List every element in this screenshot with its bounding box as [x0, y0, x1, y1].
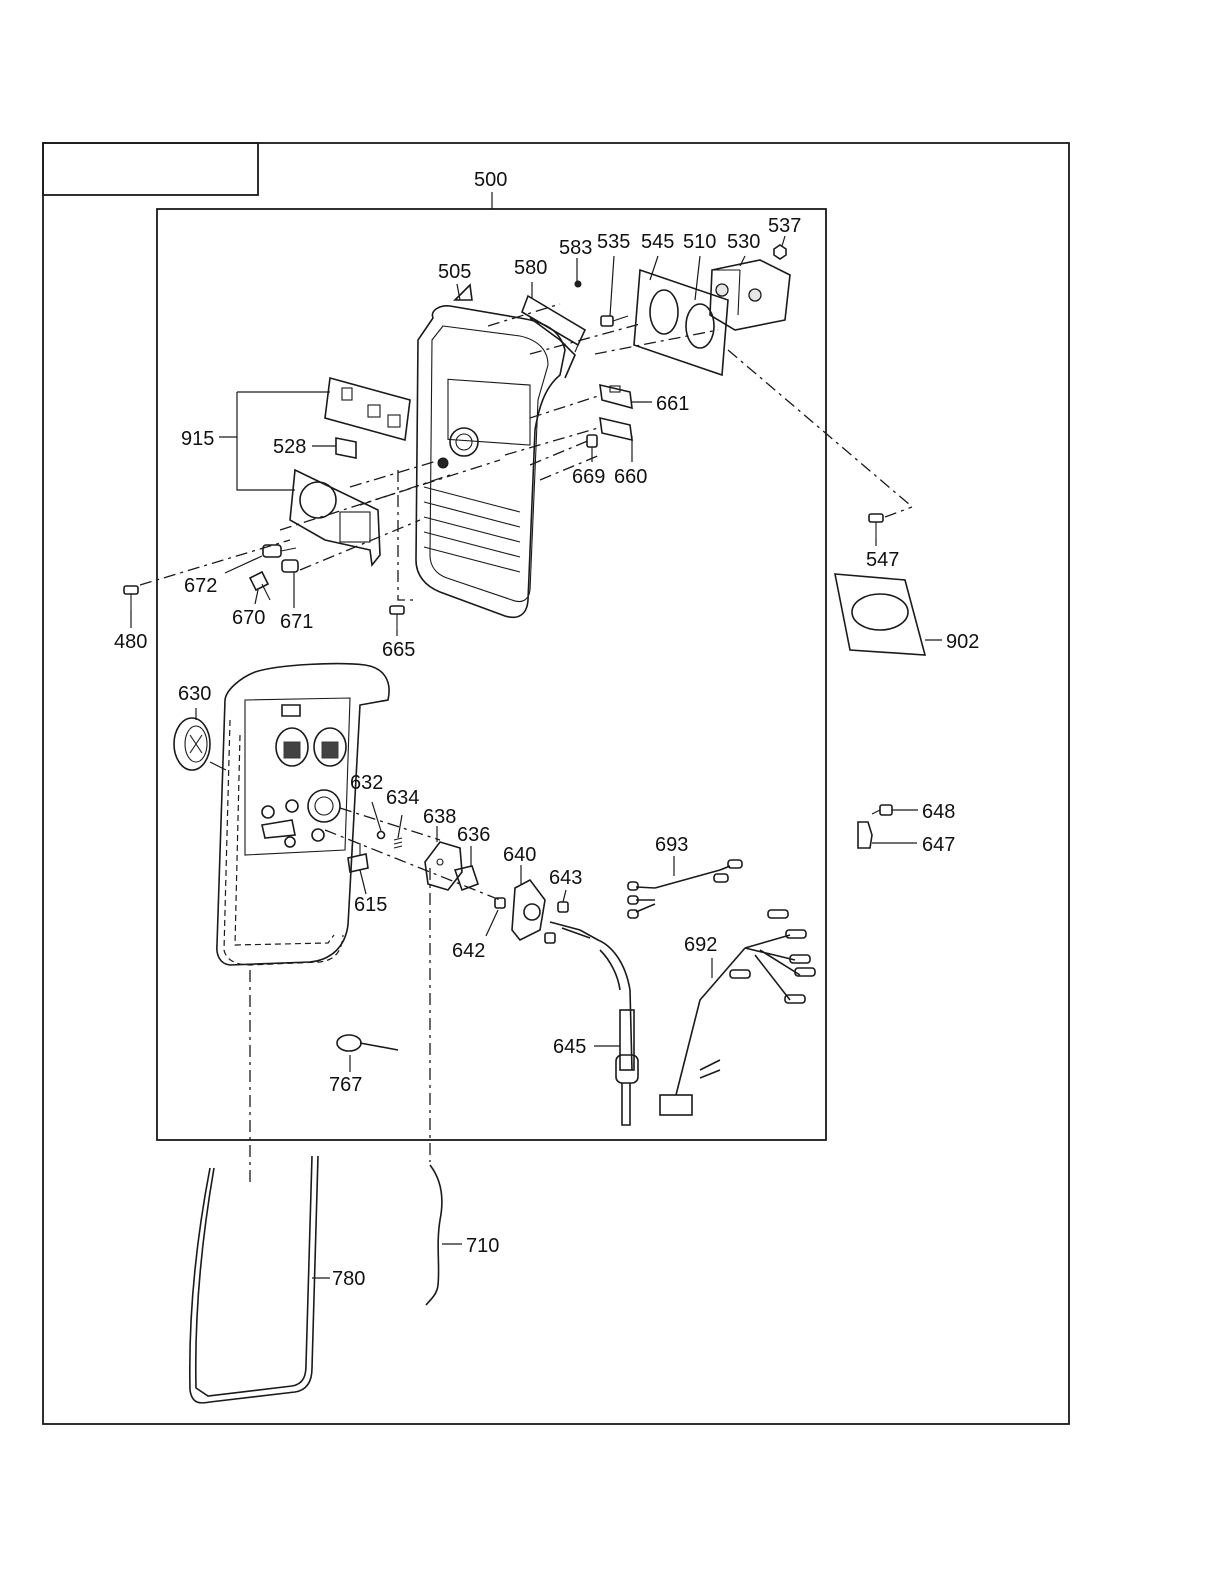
screw-642 [494, 897, 506, 909]
part-label-665: 665 [382, 639, 415, 661]
seal-780 [188, 1155, 319, 1404]
outlet-530 [709, 259, 791, 331]
part-label-480: 480 [114, 631, 147, 653]
harness-692 [659, 909, 816, 1116]
header-box [42, 142, 259, 196]
part-label-643: 643 [549, 867, 582, 889]
part-label-642: 642 [452, 940, 485, 962]
part-label-638: 638 [423, 806, 456, 828]
harness-693 [627, 859, 743, 919]
terminal-615 [347, 843, 369, 873]
rod-710 [425, 1164, 443, 1306]
part-label-537: 537 [768, 215, 801, 237]
part-label-661: 661 [656, 393, 689, 415]
part-label-583: 583 [559, 237, 592, 259]
knob-630 [173, 708, 211, 771]
part-label-580: 580 [514, 257, 547, 279]
part-label-545: 545 [641, 231, 674, 253]
screw-643 [557, 901, 569, 913]
screw-535 [600, 315, 629, 327]
decal-915-bottom [289, 468, 381, 567]
part-label-535: 535 [597, 231, 630, 253]
part-label-636: 636 [457, 824, 490, 846]
part-636 [453, 865, 480, 892]
assembly-500-box [156, 208, 827, 1141]
part-label-647: 647 [922, 834, 955, 856]
part-label-648: 648 [922, 801, 955, 823]
part-label-670: 670 [232, 607, 265, 629]
screw-extra [544, 932, 556, 944]
decal-915-top [324, 376, 411, 442]
part-label-547: 547 [866, 549, 899, 571]
plate-545 [633, 268, 729, 377]
control-panel-lower [216, 662, 390, 966]
part-label-630: 630 [178, 683, 211, 705]
part-label-660: 660 [614, 466, 647, 488]
switch-661 [599, 383, 633, 410]
cable-645 [549, 921, 639, 1126]
part-label-669: 669 [572, 466, 605, 488]
outer-frame [42, 142, 1070, 1425]
cover-902 [834, 573, 927, 656]
part-label-632: 632 [350, 772, 383, 794]
nut-537 [773, 244, 787, 260]
switch-660 [599, 416, 633, 442]
plate-640 [511, 878, 546, 942]
spring-634 [393, 837, 403, 849]
part-label-692: 692 [684, 934, 717, 956]
screw-547 [868, 513, 884, 538]
ball-632 [376, 830, 386, 840]
screw-665 [389, 605, 405, 630]
part-label-902: 902 [946, 631, 979, 653]
clip-647 [857, 821, 873, 849]
screw-480 [123, 585, 139, 610]
spacer-669 [586, 434, 598, 448]
part-label-640: 640 [503, 844, 536, 866]
part-label-780: 780 [332, 1268, 365, 1290]
part-label-528: 528 [273, 436, 306, 458]
part-label-915: 915 [181, 428, 214, 450]
part-label-615: 615 [354, 894, 387, 916]
part-label-645: 645 [553, 1036, 586, 1058]
part-label-634: 634 [386, 787, 419, 809]
part-label-672: 672 [184, 575, 217, 597]
label-500: 500 [474, 169, 507, 191]
screw-648 [871, 804, 893, 816]
front-panel-505 [415, 283, 576, 619]
part-label-767: 767 [329, 1074, 362, 1096]
bracket-580 [521, 294, 587, 353]
label-528 [335, 437, 357, 459]
part-label-510: 510 [683, 231, 716, 253]
part-label-710: 710 [466, 1235, 499, 1257]
bracket-638 [424, 841, 463, 891]
connector-672 [262, 544, 297, 558]
wing-nut-670 [248, 570, 271, 601]
connector-671 [281, 559, 299, 573]
part-label-530: 530 [727, 231, 760, 253]
part-label-693: 693 [655, 834, 688, 856]
part-label-505: 505 [438, 261, 471, 283]
tie-767 [336, 1034, 399, 1052]
part-label-671: 671 [280, 611, 313, 633]
